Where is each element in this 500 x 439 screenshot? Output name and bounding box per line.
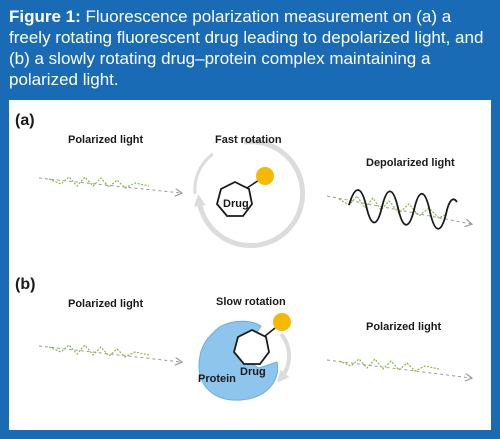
diagram-drawing [38, 139, 491, 401]
a-depolarized-light-label: Depolarized light [366, 157, 455, 169]
b-output-beam-line [326, 359, 471, 378]
a-fast-rotation-label: Fast rotation [215, 134, 282, 146]
a-rotation-arrow [193, 139, 306, 249]
a-drug-label: Drug [223, 198, 249, 210]
b-drug-linker [264, 327, 276, 337]
a-drug-molecule [216, 180, 253, 217]
a-rotation-arrow-inner [193, 152, 214, 195]
a-input-green-wave [48, 176, 150, 189]
b-fluorophore [273, 313, 291, 331]
a-drug-linker [246, 179, 260, 189]
panel-a-label: (a) [15, 112, 35, 129]
caption-text: Fluorescence polarization measurement on… [9, 7, 484, 89]
b-slow-rotation-label: Slow rotation [216, 296, 286, 308]
b-drug-label: Drug [240, 366, 266, 378]
a-polarized-light-label: Polarized light [68, 134, 144, 146]
b-protein-label: Protein [198, 373, 236, 385]
caption-prefix: Figure 1: [9, 7, 81, 26]
panel-b-label: (b) [15, 276, 36, 293]
b-input-green-wave [48, 344, 150, 358]
b-rotation-arrow [277, 332, 292, 383]
b-input-beam-line [38, 345, 181, 362]
figure-caption: Figure 1: Fluorescence polarization meas… [9, 6, 491, 90]
b-protein [198, 320, 279, 401]
diagram-panel: (a) Polarized light Fast rotation Drug D… [9, 100, 491, 430]
b-drug-molecule [233, 328, 270, 365]
a-output-black-wave [348, 189, 458, 230]
b-polarized-light-label: Polarized light [68, 298, 144, 310]
a-fluorophore [256, 167, 274, 185]
b-polarized-light-output-label: Polarized light [366, 321, 442, 333]
b-output-green-wave [338, 358, 440, 372]
